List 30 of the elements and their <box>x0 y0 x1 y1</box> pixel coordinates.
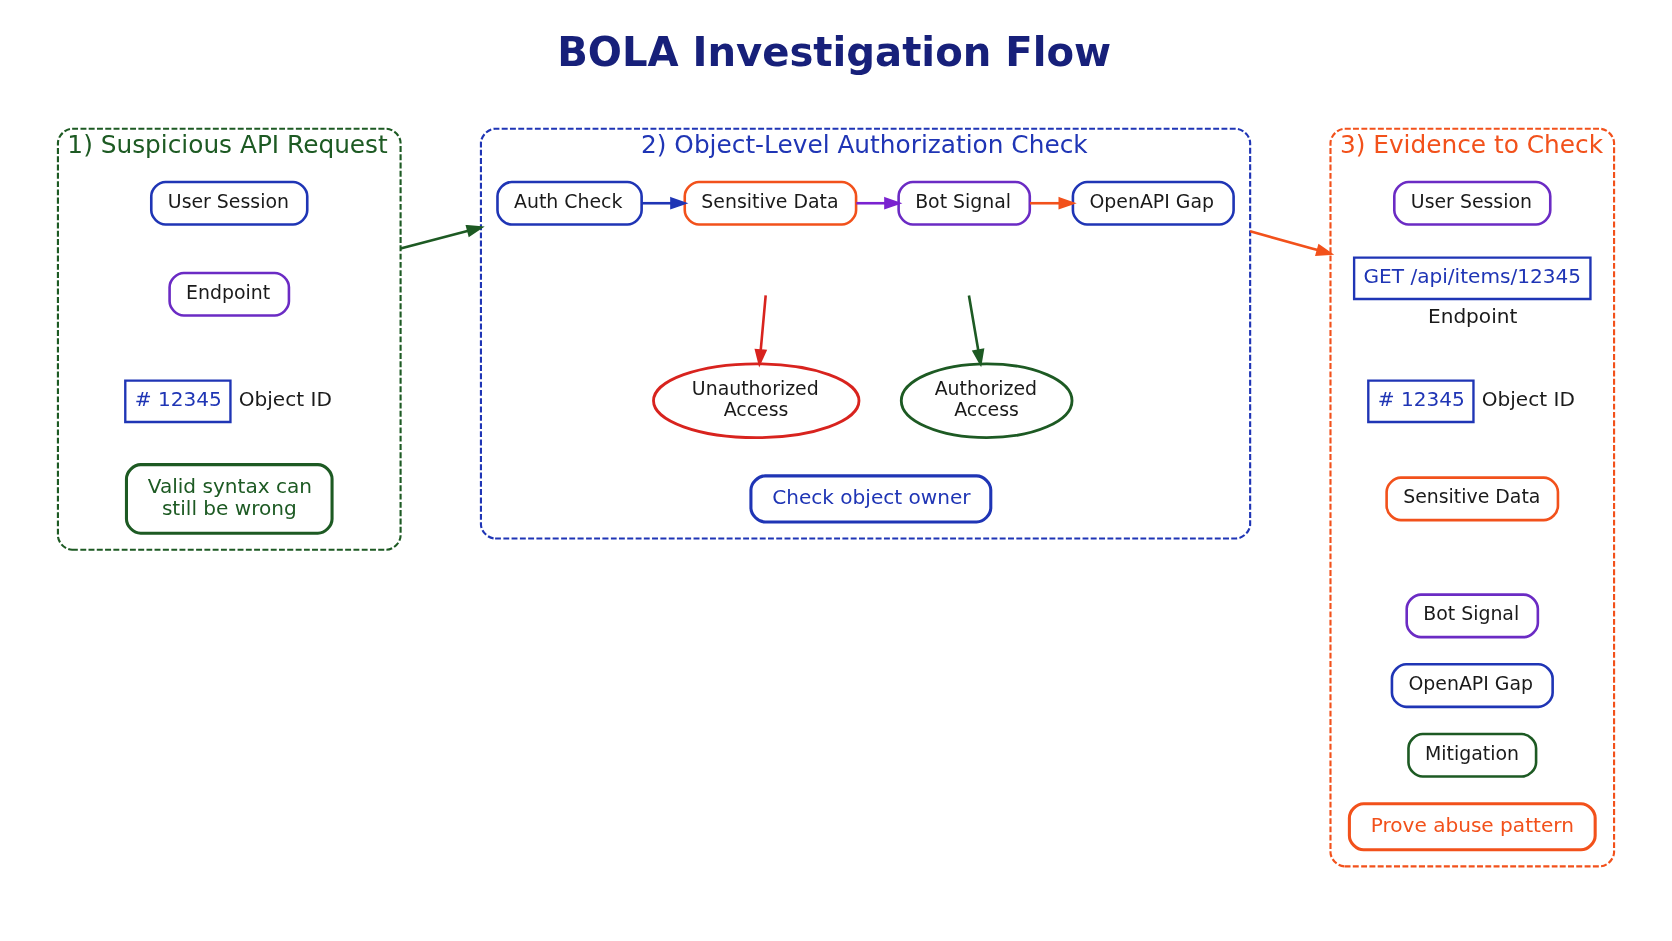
arrow <box>754 294 768 367</box>
node-box: Auth Check <box>496 180 643 226</box>
node-box: Valid syntax can still be wrong <box>124 462 334 535</box>
arrow <box>856 196 903 210</box>
node-box: Check object owner <box>749 473 993 523</box>
node-box: Bot Signal <box>897 180 1032 226</box>
node-box: OpenAPI Gap <box>1390 662 1554 708</box>
node-box: Mitigation <box>1407 732 1538 778</box>
node-label: Object ID <box>1481 386 1575 411</box>
arrow <box>400 224 485 250</box>
node-box: Endpoint <box>168 271 291 317</box>
arrow <box>967 294 985 367</box>
arrow <box>1249 229 1335 256</box>
node-box: Sensitive Data <box>683 180 858 226</box>
node-label: Object ID <box>238 386 332 411</box>
diagram-title: BOLA Investigation Flow <box>557 28 1112 75</box>
node-box: OpenAPI Gap <box>1071 180 1235 226</box>
node-box: Sensitive Data <box>1385 475 1560 521</box>
node-box: Bot Signal <box>1405 592 1540 638</box>
node-box: Prove abuse pattern <box>1347 801 1597 851</box>
node-box: # 12345 <box>1367 378 1475 423</box>
arrow <box>1029 196 1077 210</box>
node-ellipse: Authorized Access <box>899 361 1074 439</box>
node-box: User Session <box>1393 180 1552 226</box>
node-label: Endpoint <box>1427 303 1518 328</box>
node-ellipse: Unauthorized Access <box>652 361 861 439</box>
arrow <box>641 196 689 210</box>
node-box: User Session <box>150 180 309 226</box>
node-box: GET /api/items/12345 <box>1352 255 1592 300</box>
node-box: # 12345 <box>124 378 232 423</box>
